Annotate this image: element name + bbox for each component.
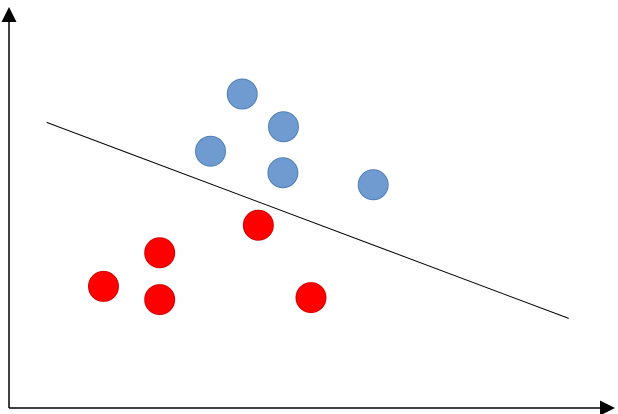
series-2-point-5 <box>295 282 327 314</box>
series-1-point-2 <box>267 111 299 143</box>
series-1-point-5 <box>357 169 389 201</box>
decision-boundary-line <box>46 121 569 319</box>
series-2-point-2 <box>144 237 176 269</box>
series-2-point-4 <box>144 284 176 316</box>
series-1-point-4 <box>267 157 299 189</box>
series-2-point-1 <box>242 209 274 241</box>
series-1-point-3 <box>195 135 227 167</box>
series-1-point-1 <box>226 78 258 110</box>
series-2-point-3 <box>87 270 119 302</box>
